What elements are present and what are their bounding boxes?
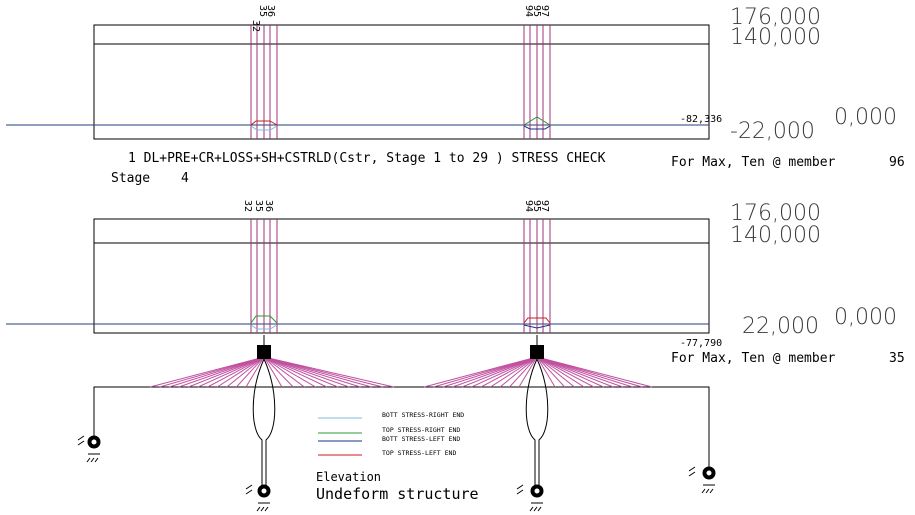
member-id-label: 97 bbox=[539, 5, 550, 17]
bridge-deck bbox=[93, 386, 710, 470]
member-id-label: 95 bbox=[531, 5, 542, 17]
stay-cable bbox=[536, 356, 624, 388]
stay-cable bbox=[216, 356, 265, 388]
level-label-140: 140,000 bbox=[730, 25, 821, 50]
level-label-m22: -22,000 bbox=[730, 119, 815, 144]
stay-cable bbox=[536, 356, 614, 388]
stage-value: 4 bbox=[181, 171, 189, 186]
tower-head bbox=[530, 345, 544, 359]
stress-legend: BOTT STRESS-RIGHT END TOP STRESS-RIGHT E… bbox=[318, 411, 464, 457]
tendon-group-right-2 bbox=[523, 219, 551, 333]
stay-cable bbox=[536, 356, 633, 388]
stay-cable bbox=[236, 356, 265, 388]
pin-support bbox=[245, 484, 271, 512]
stress-curves-2 bbox=[250, 315, 551, 330]
tower-shaft bbox=[252, 358, 276, 488]
stay-cable bbox=[442, 356, 538, 388]
member-id-label: 32 bbox=[250, 20, 261, 32]
stay-cable bbox=[480, 356, 538, 388]
stay-cable bbox=[452, 356, 538, 388]
member-id-label: 97 bbox=[539, 200, 550, 212]
stay-cable bbox=[263, 356, 350, 388]
view-label: Elevation bbox=[316, 470, 381, 484]
legend-label: TOP STRESS-LEFT END bbox=[382, 449, 456, 457]
bridge-structure: BOTT STRESS-RIGHT END TOP STRESS-RIGHT E… bbox=[77, 335, 716, 512]
level-label-140: 140,000 bbox=[730, 223, 821, 248]
tower-shaft bbox=[525, 358, 549, 488]
member-id-label: 35 bbox=[257, 5, 268, 17]
stress-curves-1 bbox=[250, 116, 551, 131]
pin-support bbox=[77, 435, 101, 463]
stress-panel-2: 32 35 36 94 95 97 176,000 140,000 0,000 … bbox=[6, 200, 905, 366]
member-id-label: 35 bbox=[253, 200, 264, 212]
stay-cable bbox=[263, 356, 328, 388]
tendon-group-left-1 bbox=[250, 25, 278, 139]
stay-cable bbox=[178, 356, 265, 388]
stay-cable bbox=[471, 356, 538, 388]
stay-cable bbox=[263, 356, 372, 388]
legend-label: BOTT STRESS-RIGHT END bbox=[382, 411, 464, 419]
legend-label: BOTT STRESS-LEFT END bbox=[382, 435, 460, 443]
stay-cable bbox=[207, 356, 265, 388]
stay-cable bbox=[263, 356, 361, 388]
girder-outline-2 bbox=[93, 218, 710, 334]
stay-cable bbox=[536, 356, 575, 388]
stay-cable bbox=[518, 356, 538, 388]
member-id-label: 36 bbox=[265, 5, 276, 17]
member-id-label: 94 bbox=[523, 200, 534, 212]
stay-cable bbox=[263, 356, 294, 388]
member-id-label: 32 bbox=[242, 200, 253, 212]
level-label-22: 22,000 bbox=[742, 314, 819, 339]
tendon-group-right-1 bbox=[523, 25, 551, 139]
stay-cable bbox=[536, 356, 566, 388]
max-tension-member: 35 bbox=[889, 351, 905, 366]
stay-cable bbox=[226, 356, 265, 388]
stay-cable bbox=[536, 356, 585, 388]
stay-cable bbox=[197, 356, 265, 388]
pin-support bbox=[688, 466, 716, 494]
stay-cable bbox=[245, 356, 265, 388]
stay-cables bbox=[149, 356, 653, 388]
stay-cable bbox=[536, 356, 604, 388]
max-tension-label: For Max, Ten @ member bbox=[671, 155, 836, 170]
min-value-label: -82,336 bbox=[680, 114, 722, 125]
structure-state-label: Undeform structure bbox=[316, 485, 479, 503]
member-id-label: 95 bbox=[531, 200, 542, 212]
member-id-label: 36 bbox=[263, 200, 274, 212]
pin-support bbox=[516, 484, 544, 512]
stay-cable bbox=[490, 356, 538, 388]
stay-cable bbox=[169, 356, 265, 388]
stay-cable bbox=[263, 356, 383, 388]
member-id-label: 94 bbox=[523, 5, 534, 17]
level-label-zero: 0,000 bbox=[834, 305, 897, 330]
level-label-zero: 0,000 bbox=[834, 105, 897, 130]
legend-label: TOP STRESS-RIGHT END bbox=[382, 426, 460, 434]
girder-outline-1 bbox=[93, 24, 710, 140]
level-label-176: 176,000 bbox=[730, 5, 821, 30]
stress-panel-1: 32 35 35 36 94 95 97 176,000 140,000 0,0… bbox=[6, 5, 905, 186]
stay-cable bbox=[536, 356, 556, 388]
stay-cable bbox=[263, 356, 316, 388]
stay-cable bbox=[499, 356, 538, 388]
stay-cable bbox=[188, 356, 265, 388]
tower-head bbox=[257, 345, 271, 359]
stay-cable bbox=[509, 356, 538, 388]
level-label-176: 176,000 bbox=[730, 201, 821, 226]
min-value-label: -77,790 bbox=[680, 338, 722, 349]
tendon-group-left-2 bbox=[250, 219, 278, 333]
load-case-title: 1 DL+PRE+CR+LOSS+SH+CSTRLD(Cstr, Stage 1… bbox=[128, 151, 606, 166]
max-tension-label: For Max, Ten @ member bbox=[671, 351, 836, 366]
stay-cable bbox=[536, 356, 595, 388]
stay-cable bbox=[263, 356, 305, 388]
max-tension-member: 96 bbox=[889, 155, 905, 170]
stay-cable bbox=[263, 356, 283, 388]
stage-label: Stage bbox=[111, 171, 150, 186]
stay-cable bbox=[263, 356, 339, 388]
stay-cable bbox=[461, 356, 538, 388]
